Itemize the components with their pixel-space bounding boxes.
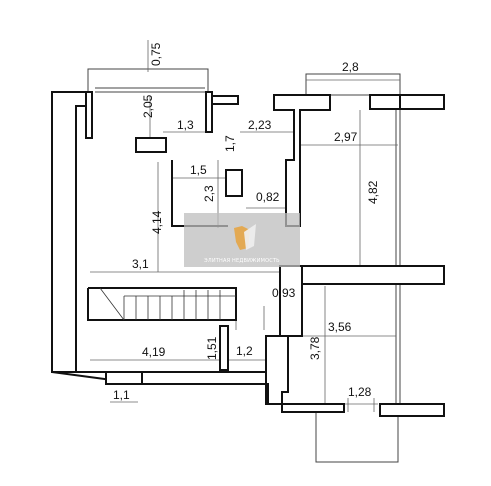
dim-hall-depth: 2,3 <box>202 185 216 202</box>
middle-left-pillar <box>279 265 303 337</box>
right-side-wall-top <box>399 94 445 110</box>
dim-right-room-width: 2,97 <box>334 130 358 144</box>
dim-hall-width: 1,5 <box>190 163 207 177</box>
watermark-text: ЭЛИТНАЯ НЕДВИЖИМОСТЬ <box>204 258 280 264</box>
dim-lower-room-width: 3,56 <box>328 320 352 334</box>
bottom-left-pillar <box>105 371 143 385</box>
bath-left-pillar <box>211 95 239 105</box>
bottom-balcony-outline <box>315 412 399 463</box>
dim-closet-width: 0,82 <box>256 190 280 204</box>
dimension-labels: 0,75 2,8 2,05 1,3 2,23 1,7 2,97 4,82 1,5… <box>113 42 380 402</box>
dim-bottom-left-width: 4,19 <box>142 345 166 359</box>
bottom-wall <box>51 371 345 413</box>
dim-top-balcony-width: 2,8 <box>342 60 359 74</box>
closet-block <box>225 169 243 197</box>
lower-room-left-wall <box>265 335 289 405</box>
middle-horizontal-wall <box>285 265 445 285</box>
watermark-logo-icon <box>234 224 256 250</box>
dim-left-room-depth: 4,14 <box>150 210 164 234</box>
dim-lower-room-depth: 3,78 <box>308 336 322 360</box>
bath-top-pillar <box>273 94 331 227</box>
dim-left-bay-depth: 2,05 <box>141 94 155 118</box>
left-bay-wall-right <box>205 91 213 133</box>
inner-small-wall <box>219 325 229 371</box>
dim-bottom-balcony-width: 1,28 <box>348 385 372 399</box>
dim-bottom-small-width: 1,2 <box>236 344 253 358</box>
bottom-right-wall <box>379 403 445 417</box>
dim-bath-width: 2,23 <box>248 118 272 132</box>
dim-corridor-width: 0,93 <box>272 286 296 300</box>
stair-outline <box>87 287 237 321</box>
dim-bottom-small-depth: 1,51 <box>205 336 219 360</box>
dim-left-room-width: 3,1 <box>132 257 149 271</box>
top-left-balcony-outline <box>87 68 209 95</box>
dim-bottom-door-width: 1,1 <box>113 388 130 402</box>
top-right-balcony-outline <box>305 73 401 95</box>
left-bay-bar <box>135 137 167 153</box>
left-bay-wall-left <box>85 91 93 139</box>
dim-right-room-depth: 4,82 <box>366 180 380 204</box>
left-outer-wall <box>51 91 87 373</box>
watermark: ЭЛИТНАЯ НЕДВИЖИМОСТЬ <box>184 213 300 267</box>
staircase <box>99 287 236 321</box>
dim-bath-small: 1,7 <box>223 135 237 152</box>
walls <box>51 91 445 417</box>
dim-left-bay-width: 1,3 <box>177 118 194 132</box>
dim-top-balcony-depth: 0,75 <box>149 42 163 66</box>
